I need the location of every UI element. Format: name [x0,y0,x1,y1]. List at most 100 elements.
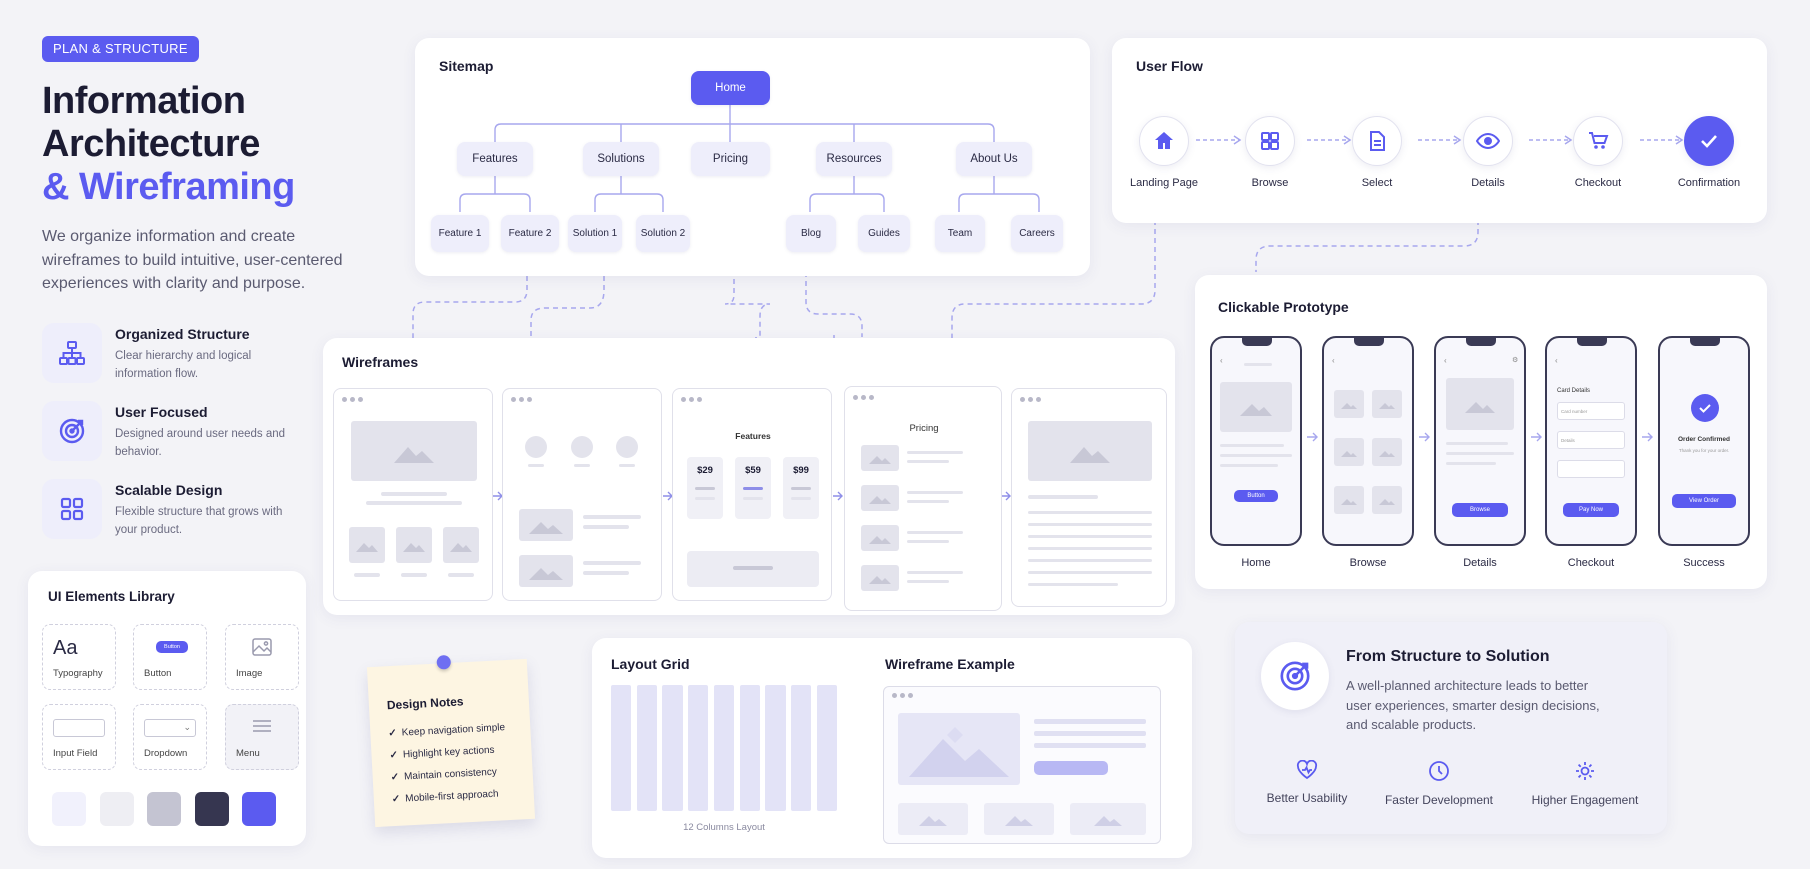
flow-step-landing-page[interactable]: Landing Page [1109,116,1219,196]
color-swatch[interactable] [242,792,276,826]
color-swatch[interactable] [52,792,86,826]
wireframe-example[interactable] [883,686,1161,844]
prototype-button[interactable]: Browse [1452,503,1508,517]
details-field[interactable]: Details [1557,431,1625,449]
wireframe-example-title: Wireframe Example [885,656,1015,672]
sitemap-node-feature-1[interactable]: Feature 1 [431,215,489,252]
prototype-screen-details[interactable]: ‹ ⚙ Browse [1434,336,1526,546]
typography-sample: Aa [53,637,78,659]
image-placeholder-icon [1446,378,1514,430]
sitemap-node-resources[interactable]: Resources [816,142,892,176]
sitemap-node-home[interactable]: Home [691,71,770,105]
prototype-screen-home[interactable]: ‹ Button [1210,336,1302,546]
view-order-button[interactable]: View Order [1672,494,1736,508]
target-icon [1261,642,1329,710]
back-icon: ‹ [1220,356,1223,365]
prototype-screen-success[interactable]: Order Confirmed Thank you for your order… [1658,336,1750,546]
sitemap-node-careers[interactable]: Careers [1011,215,1063,252]
text-line [1034,731,1146,736]
card-number-field[interactable]: Card number [1557,402,1625,420]
sitemap-node-blog[interactable]: Blog [786,215,836,252]
feature-description: Designed around user needs and behavior. [115,428,286,458]
flow-step-select[interactable]: Select [1322,116,1432,196]
flow-step-browse[interactable]: Browse [1215,116,1325,196]
text-line [574,464,590,467]
wireframe-features[interactable]: Features $29 $59 $99 [672,388,832,601]
prototype-screen-checkout[interactable]: ‹ Card Details Card number Details Pay N… [1545,336,1637,546]
sitemap-node-solutions[interactable]: Solutions [583,142,659,176]
library-label: Image [236,668,263,679]
sitemap-card: Sitemap Home Features Solutions Pricing … [415,38,1090,276]
sitemap-icon [42,323,102,383]
color-swatch[interactable] [195,792,229,826]
feature-organized-structure: Organized Structure Clear hierarchy and … [42,323,362,385]
extra-field[interactable] [1557,460,1625,478]
image-placeholder-icon [1334,486,1364,514]
outcome-higher-engagement: Higher Engagement [1515,760,1655,807]
settings-icon: ⚙ [1512,357,1519,364]
price-column: $29 [687,457,723,519]
text-line [1028,511,1152,514]
wireframe-pricing[interactable]: Pricing [844,386,1002,611]
dropdown-sample: ⌄ [144,719,196,737]
prototype-screen-browse[interactable]: ‹ [1322,336,1414,546]
sitemap-node-about-us[interactable]: About Us [956,142,1032,176]
sitemap-node-solution-2[interactable]: Solution 2 [636,215,690,252]
sitemap-node-solution-1[interactable]: Solution 1 [568,215,622,252]
text-line [791,497,811,500]
library-input-field[interactable]: Input Field [42,704,116,770]
color-swatch[interactable] [100,792,134,826]
wireframe-details[interactable] [1011,388,1167,607]
cta-placeholder-button[interactable] [1034,761,1108,775]
library-typography[interactable]: Aa Typography [42,624,116,690]
outcome-label: Higher Engagement [1531,793,1639,807]
image-placeholder-icon [1028,421,1152,481]
color-swatch[interactable] [147,792,181,826]
text-line [1028,571,1152,574]
library-menu[interactable]: Menu [225,704,299,770]
order-confirmed-heading: Order Confirmed [1677,436,1730,443]
image-placeholder-icon [898,713,1020,785]
text-line [1446,442,1508,445]
structure-solution-card: From Structure to Solution A well-planne… [1235,622,1667,834]
window-dots [853,395,874,400]
wireframe-browse[interactable] [502,388,662,601]
text-line [1220,444,1284,447]
image-placeholder-icon [1372,486,1402,514]
prototype-label: Home [1241,557,1271,569]
text-line [743,497,763,500]
window-dots [681,397,702,402]
check-icon [1691,394,1719,422]
sitemap-title: Sitemap [439,58,494,74]
home-icon [1139,116,1189,166]
flow-step-label: Landing Page [1130,177,1198,189]
prototype-label: Browse [1349,557,1387,569]
menu-icon [252,719,272,738]
image-placeholder-icon [519,555,573,587]
pay-now-button[interactable]: Pay Now [1563,503,1619,517]
sitemap-node-team[interactable]: Team [935,215,985,252]
flow-step-checkout[interactable]: Checkout [1543,116,1653,196]
library-button[interactable]: Button Button [133,624,207,690]
prototype-label: Details [1463,557,1497,569]
sitemap-node-guides[interactable]: Guides [858,215,910,252]
text-line [381,492,447,496]
text-line [1034,719,1146,724]
flow-step-confirmation[interactable]: Confirmation [1654,116,1764,196]
flow-step-details[interactable]: Details [1433,116,1543,196]
grid-columns [611,685,837,811]
grid-column [662,685,683,811]
feature-description: Flexible structure that grows with your … [115,506,283,536]
sitemap-node-features[interactable]: Features [457,142,533,176]
outcome-faster-development: Faster Development [1369,760,1509,807]
prototype-button[interactable]: Button [1234,490,1278,502]
sitemap-node-pricing[interactable]: Pricing [691,142,770,176]
pin-icon [436,654,452,670]
hero-description: We organize information and create wiref… [42,228,343,292]
library-dropdown[interactable]: ⌄ Dropdown [133,704,207,770]
library-image[interactable]: Image [225,624,299,690]
wireframe-home[interactable] [333,388,493,601]
sitemap-node-feature-2[interactable]: Feature 2 [501,215,559,252]
feature-title: Organized Structure [115,326,250,342]
user-flow-card: User Flow [1112,38,1767,223]
